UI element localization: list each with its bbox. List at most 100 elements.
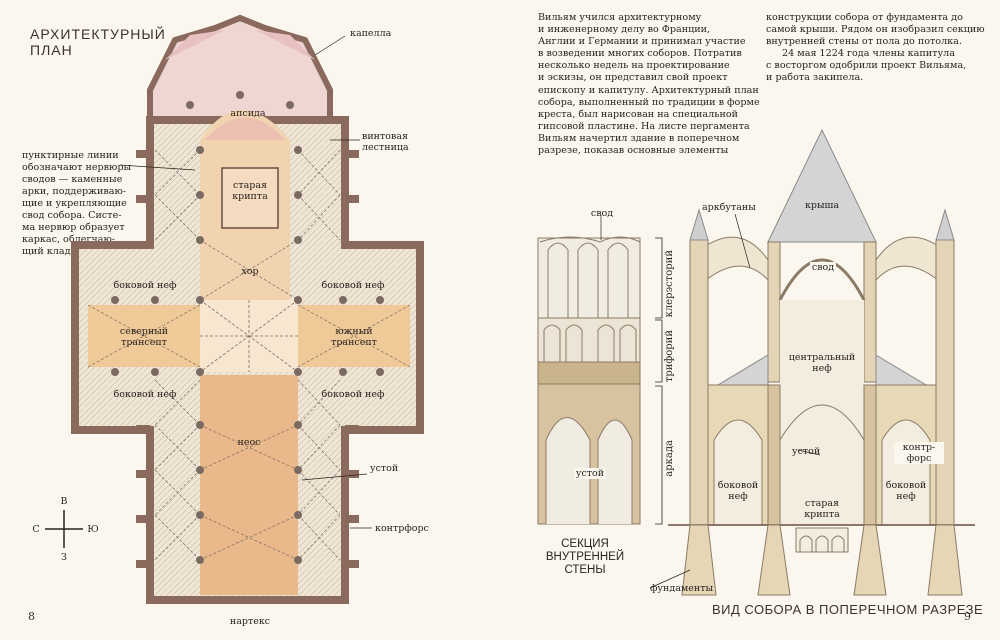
label-line: северный xyxy=(119,326,169,337)
label-line: контр- xyxy=(902,442,936,453)
text-line: епископу и капитулу. Архитектурный план xyxy=(538,84,759,96)
label-line: форс xyxy=(906,453,932,464)
compass-w: С xyxy=(32,524,40,535)
text-line: самой крыши. Рядом он изобразил секцию xyxy=(766,24,985,36)
label-spiral-stair: винтовая лестница xyxy=(362,131,409,153)
label-line: боковой xyxy=(885,480,927,491)
caption-line: ВНУТРЕННЕЙ xyxy=(545,551,625,563)
old-crypt xyxy=(221,167,279,229)
section-caption: ВИД СОБОРА В ПОПЕРЕЧНОМ РАЗРЕЗЕ xyxy=(712,602,984,617)
text-line: Вильям начертил здание в поперечном xyxy=(538,132,740,144)
apse-area xyxy=(205,117,285,140)
foundations xyxy=(681,524,963,596)
compass-s: З xyxy=(61,552,67,563)
label-line: трансепт xyxy=(121,337,167,348)
label-aisle-se: боковой неф xyxy=(321,389,385,400)
inner-wall-section xyxy=(537,236,663,525)
label-section-buttress: контр- форс xyxy=(894,442,944,464)
label-line: центральный xyxy=(788,352,856,363)
piers xyxy=(111,91,384,564)
label-chapel: капелла xyxy=(350,28,392,39)
text-line: конструкции собора от фундамента до xyxy=(766,12,963,23)
note-line: обозначают нервюры xyxy=(22,162,132,173)
text-line: и эскизы, он представил свой проект xyxy=(538,72,728,84)
compass-n: В xyxy=(60,496,68,507)
label-aisle-left: боковой неф xyxy=(714,480,762,502)
leader-lines xyxy=(119,35,372,529)
text-column-1: Вильям учился архитектурному и инженерно… xyxy=(538,12,768,157)
label-nave: неос xyxy=(237,437,261,448)
label-aisle-sw: боковой неф xyxy=(113,389,177,400)
note-line: щий кладку свода. xyxy=(22,246,117,257)
label-section-vault: свод xyxy=(810,262,836,273)
label-choir: хор xyxy=(241,266,259,277)
plan-title: АРХИТЕКТУРНЫЙ ПЛАН xyxy=(30,26,166,58)
buttress-marks xyxy=(136,150,359,568)
text-line: гипсовой пластине. На листе пергамента xyxy=(538,120,750,132)
text-column-2: конструкции собора от фундамента до само… xyxy=(766,12,996,85)
nave-area xyxy=(200,375,298,595)
text-line: 24 мая 1224 года члены капитула xyxy=(782,48,955,60)
label-line: неф xyxy=(728,491,748,502)
label-aisle-right: боковой неф xyxy=(882,480,930,502)
label-line: крипта xyxy=(232,191,268,202)
text-line: собора, выполненный по традиции в форме xyxy=(538,96,760,108)
label-triforium: трифорий xyxy=(664,330,675,383)
caption-line: СТЕНЫ xyxy=(564,564,606,576)
text-line: в возведении многих соборов. Потратив xyxy=(538,48,742,60)
text-line: несколько недель на проектирование xyxy=(538,60,730,72)
section-leaders xyxy=(600,213,936,589)
label-apse: апсида xyxy=(230,108,266,119)
note-line: сводов — каменные xyxy=(22,174,123,185)
label-flying-buttresses: аркбутаны xyxy=(702,202,756,213)
label-line: крипта xyxy=(804,509,840,520)
label-line: винтовая xyxy=(362,131,408,142)
compass-e: Ю xyxy=(87,524,99,535)
label-buttress: контрфорс xyxy=(375,523,429,534)
label-line: неф xyxy=(812,363,832,374)
page-number-right: 9 xyxy=(964,610,971,623)
label-line: лестница xyxy=(362,142,409,153)
cathedral-floor-plan xyxy=(45,14,424,604)
label-clerestory: клерэсторий xyxy=(664,250,675,318)
text-line: и работа закипела. xyxy=(766,72,864,84)
label-roof: крыша xyxy=(804,200,840,211)
page-number-left: 8 xyxy=(28,610,35,623)
label-wall-pier: устой xyxy=(574,468,606,479)
label-south-transept: южный трансепт xyxy=(314,326,394,348)
label-aisle-ne: боковой неф xyxy=(321,280,385,291)
text-line: Англии и Германии и принимал участие xyxy=(538,36,746,48)
note-line: свод собора. Систе- xyxy=(22,210,122,221)
label-section-pier: устой xyxy=(792,446,821,457)
text-line: Вильям учился архитектурному xyxy=(538,12,702,23)
label-line: неф xyxy=(896,491,916,502)
label-line: боковой xyxy=(717,480,759,491)
vault-ribs-note: пунктирные линии обозначают нервюры свод… xyxy=(22,150,142,258)
label-foundations: фундаменты xyxy=(650,583,714,594)
note-line: щие и укрепляющие xyxy=(22,198,127,209)
label-line: старая xyxy=(805,498,839,509)
wall-section-caption: СЕКЦИЯ ВНУТРЕННЕЙ СТЕНЫ xyxy=(545,538,625,577)
text-line: разрезе, показав основные элементы xyxy=(538,145,729,157)
plan-title-line2: ПЛАН xyxy=(30,42,73,58)
label-section-crypt: старая крипта xyxy=(796,498,848,520)
text-line: внутренней стены от пола до потолка. xyxy=(766,36,962,48)
label-wall-vault: свод xyxy=(590,208,614,219)
note-line: арки, поддерживаю- xyxy=(22,186,127,197)
text-line: с восторгом одобрили проект Вильяма, xyxy=(766,60,967,72)
label-central-nave: центральный неф xyxy=(784,352,860,374)
note-line: ма нервюр образует xyxy=(22,222,125,233)
label-line: старая xyxy=(233,180,267,191)
label-line: южный xyxy=(335,326,373,337)
label-narthex: нартекс xyxy=(229,616,271,627)
plan-title-line1: АРХИТЕКТУРНЫЙ xyxy=(30,26,166,42)
label-pier: устой xyxy=(370,463,399,474)
label-aisle-nw: боковой неф xyxy=(113,280,177,291)
text-line: креста, был нарисован на специальной xyxy=(538,108,739,120)
label-arcade: аркада xyxy=(664,440,675,477)
label-old-crypt: старая крипта xyxy=(222,180,278,202)
note-line: каркас, облегчаю- xyxy=(22,234,116,245)
text-line: и инженерному делу во Франции, xyxy=(538,24,711,36)
caption-line: СЕКЦИЯ xyxy=(561,538,609,550)
note-line: пунктирные линии xyxy=(22,150,119,161)
